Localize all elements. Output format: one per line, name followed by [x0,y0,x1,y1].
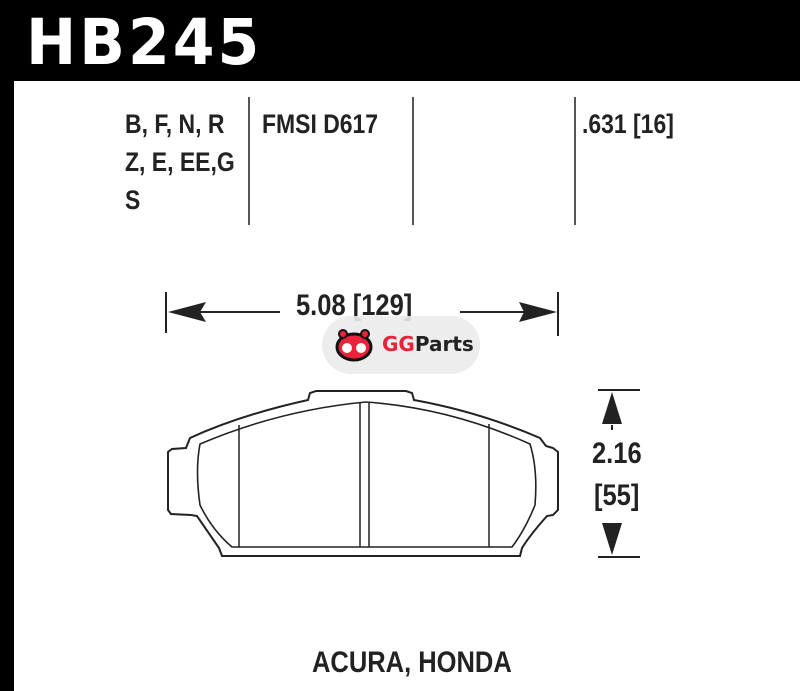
compound-line-2: Z, E, EE,G [125,147,235,177]
pad-slot-lines [238,402,490,547]
header-bar: HB245 [0,0,800,81]
fmsi-number: FMSI D617 [262,109,379,139]
arrow-up-icon [602,392,622,424]
column-divider [412,97,414,225]
left-border [0,81,14,691]
compound-line-1: B, F, N, R [125,109,225,139]
friction-material-outline [196,401,537,548]
height-dimension-in: 2.16 [592,437,642,470]
column-divider [574,97,576,225]
watermark-logo: GGParts [322,316,480,374]
watermark-brand: GG [382,332,415,356]
pad-outline [167,390,559,557]
compound-line-3: S [125,185,141,215]
arrow-left-icon [168,302,206,322]
part-number: HB245 [26,6,263,80]
height-dimension-mm: [55] [594,479,640,512]
column-divider [248,97,250,225]
thickness: .631 [16] [582,109,674,139]
arrow-down-icon [602,523,622,555]
watermark-suffix: Parts [414,332,474,356]
applications: ACURA, HONDA [312,646,512,679]
arrow-right-icon [519,302,557,322]
mascot-icon [335,329,373,362]
